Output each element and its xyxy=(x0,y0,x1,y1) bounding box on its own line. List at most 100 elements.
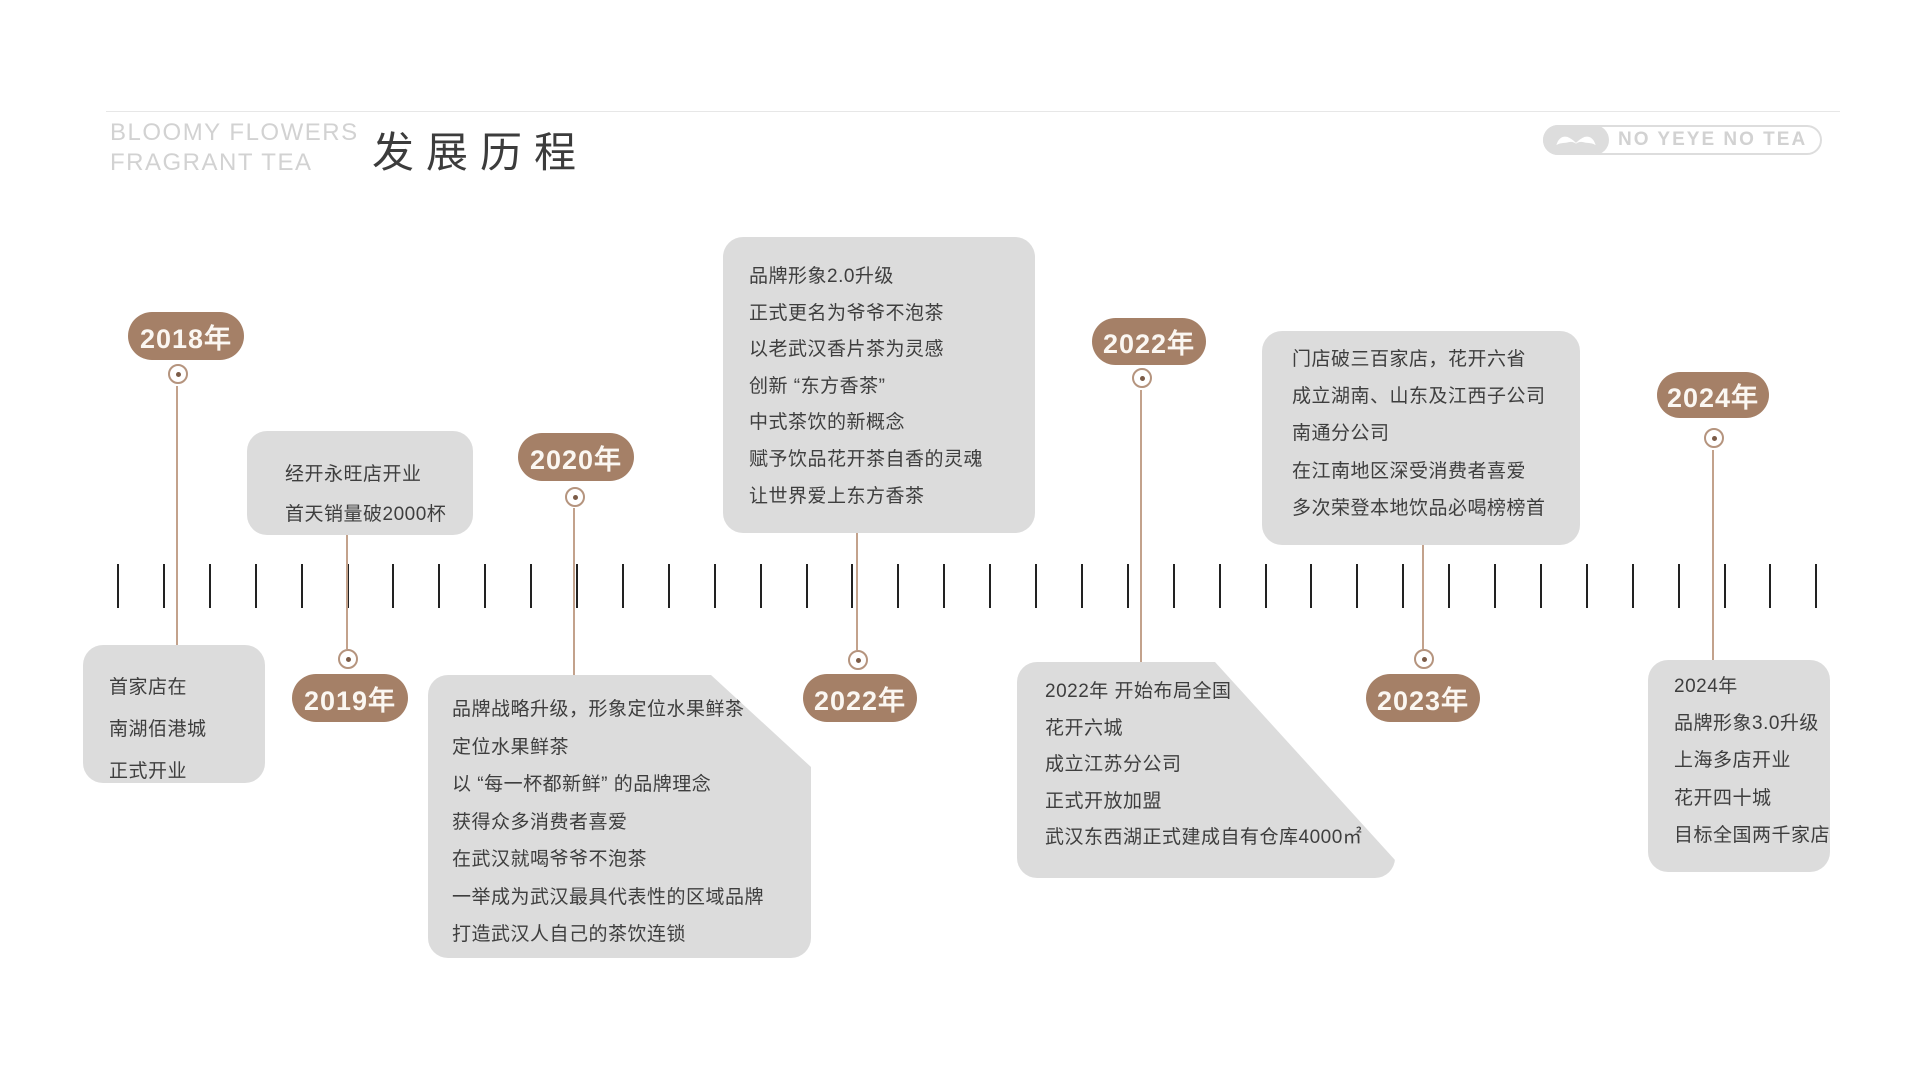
event-text-line: 成立江苏分公司 xyxy=(1045,754,1182,775)
timeline-tick xyxy=(300,564,303,608)
event-card: 首家店在南湖佰港城正式开业 xyxy=(83,645,265,783)
timeline-tick xyxy=(759,564,762,608)
timeline-tick xyxy=(254,564,257,608)
timeline-tick xyxy=(851,564,854,608)
timeline-tick xyxy=(162,564,165,608)
event-text-line: 花开六城 xyxy=(1045,717,1124,739)
event-text-line: 品牌形象3.0升级 xyxy=(1674,713,1819,735)
year-badge: 2020年 xyxy=(518,433,634,481)
event-text-line: 武汉东西湖正式建成自有仓库4000㎡ xyxy=(1045,827,1363,848)
logo-text: NO YEYE NO TEA xyxy=(1618,129,1808,150)
timeline-tick xyxy=(897,564,900,608)
event-card: 2024年品牌形象3.0升级上海多店开业花开四十城目标全国两千家店 xyxy=(1648,660,1830,872)
top-divider xyxy=(106,111,1840,112)
timeline-tick xyxy=(1494,564,1496,608)
event-text-line: 中式茶饮的新概念 xyxy=(749,412,906,434)
connector-line xyxy=(1140,390,1142,662)
event-text-line: 花开四十城 xyxy=(1674,787,1772,809)
event-text-line: 南湖佰港城 xyxy=(109,719,207,740)
event-text-line: 目标全国两千家店 xyxy=(1674,824,1831,846)
event-text-line: 以 “每一杯都新鲜” 的品牌理念 xyxy=(452,774,712,795)
timeline-tick xyxy=(989,564,992,608)
event-text-line: 首天销量破2000杯 xyxy=(285,504,447,525)
timeline-tick xyxy=(1448,564,1451,608)
event-text-line: 正式开放加盟 xyxy=(1045,790,1163,812)
timeline-tick xyxy=(1080,564,1083,608)
year-badge: 2019年 xyxy=(292,674,408,722)
timeline-tick xyxy=(1126,564,1129,608)
timeline-tick xyxy=(1815,564,1818,608)
event-text-line: 打造武汉人自己的茶饮连锁 xyxy=(452,924,687,945)
event-text-line: 赋予饮品花开茶自香的灵魂 xyxy=(749,448,984,470)
event-text-line: 一举成为武汉最具代表性的区域品牌 xyxy=(452,886,765,908)
event-text-line: 正式更名为爷爷不泡茶 xyxy=(749,302,945,324)
timeline-tick xyxy=(621,564,624,608)
event-text-line: 在江南地区深受消费者喜爱 xyxy=(1292,460,1527,482)
event-text-line: 上海多店开业 xyxy=(1674,750,1792,772)
brand-logo: NO YEYE NO TEA xyxy=(1543,125,1823,155)
timeline-tick xyxy=(1172,564,1175,608)
timeline-tick xyxy=(1723,564,1726,608)
event-card: 品牌形象2.0升级正式更名为爷爷不泡茶以老武汉香片茶为灵感创新 “东方香茶”中式… xyxy=(723,237,1035,533)
event-text-line: 品牌战略升级，形象定位水果鲜茶 xyxy=(452,699,745,720)
event-text-line: 2024年 xyxy=(1674,676,1738,697)
timeline-tick xyxy=(1402,564,1405,608)
timeline-tick xyxy=(667,564,670,608)
timeline-node-dot xyxy=(168,364,188,384)
year-badge: 2024年 xyxy=(1657,372,1769,418)
timeline-node-dot xyxy=(1704,428,1724,448)
timeline-tick xyxy=(1769,564,1772,608)
year-badge: 2022年 xyxy=(803,674,917,722)
timeline-tick xyxy=(1631,564,1634,608)
connector-line xyxy=(1422,545,1424,649)
timeline-tick xyxy=(1310,564,1313,608)
connector-line xyxy=(856,533,858,650)
event-text-line: 多次荣登本地饮品必喝榜榜首 xyxy=(1292,497,1546,519)
year-badge: 2022年 xyxy=(1092,318,1206,365)
timeline-node-dot xyxy=(1414,649,1434,669)
timeline-tick xyxy=(943,564,946,608)
brand-line-1: BLOOMY FLOWERS xyxy=(110,119,359,146)
connector-line xyxy=(346,535,348,649)
event-text-line: 门店破三百家店，花开六省 xyxy=(1292,349,1527,370)
event-text-line: 定位水果鲜茶 xyxy=(452,736,570,758)
page-title: 发展历程 xyxy=(372,129,589,176)
timeline-tick xyxy=(438,564,441,608)
timeline-tick xyxy=(208,564,211,608)
mustache-icon xyxy=(1543,125,1609,155)
event-text-line: 品牌形象2.0升级 xyxy=(749,266,894,287)
event-card: 经开永旺店开业首天销量破2000杯 xyxy=(247,431,473,535)
brand-wordmark: BLOOMY FLOWERS FRAGRANT TEA xyxy=(110,118,359,178)
year-badge: 2018年 xyxy=(128,312,244,360)
event-text-line: 首家店在 xyxy=(109,677,188,698)
timeline-node-dot xyxy=(1132,368,1152,388)
timeline-tick xyxy=(1264,564,1267,608)
timeline-tick xyxy=(530,564,533,608)
event-text-line: 让世界爱上东方香茶 xyxy=(749,485,925,507)
year-badge: 2023年 xyxy=(1366,674,1480,722)
timeline-tick xyxy=(1539,564,1542,608)
timeline-node-dot xyxy=(848,650,868,670)
connector-line xyxy=(176,386,178,645)
event-text-line: 南通分公司 xyxy=(1292,423,1390,445)
event-text-line: 获得众多消费者喜爱 xyxy=(452,811,628,833)
timeline-tick xyxy=(392,564,395,608)
timeline-tick xyxy=(1677,564,1680,608)
connector-line xyxy=(1712,450,1714,660)
event-text-line: 以老武汉香片茶为灵感 xyxy=(749,339,945,361)
connector-line xyxy=(573,508,575,675)
brand-line-2: FRAGRANT TEA xyxy=(110,149,313,176)
timeline-tick xyxy=(117,564,119,608)
event-text-line: 正式开业 xyxy=(109,761,188,782)
event-card: 2022年 开始布局全国花开六城成立江苏分公司正式开放加盟武汉东西湖正式建成自有… xyxy=(1017,662,1395,878)
timeline-tick xyxy=(805,564,808,608)
timeline-tick xyxy=(1585,564,1588,608)
timeline-tick xyxy=(484,564,487,608)
event-text-line: 经开永旺店开业 xyxy=(285,464,422,485)
timeline-tick xyxy=(713,564,716,608)
event-card: 品牌战略升级，形象定位水果鲜茶定位水果鲜茶以 “每一杯都新鲜” 的品牌理念获得众… xyxy=(428,675,811,958)
timeline-tick xyxy=(1356,564,1359,608)
timeline-node-dot xyxy=(565,487,585,507)
event-text-line: 成立湖南、山东及江西子公司 xyxy=(1292,386,1546,408)
